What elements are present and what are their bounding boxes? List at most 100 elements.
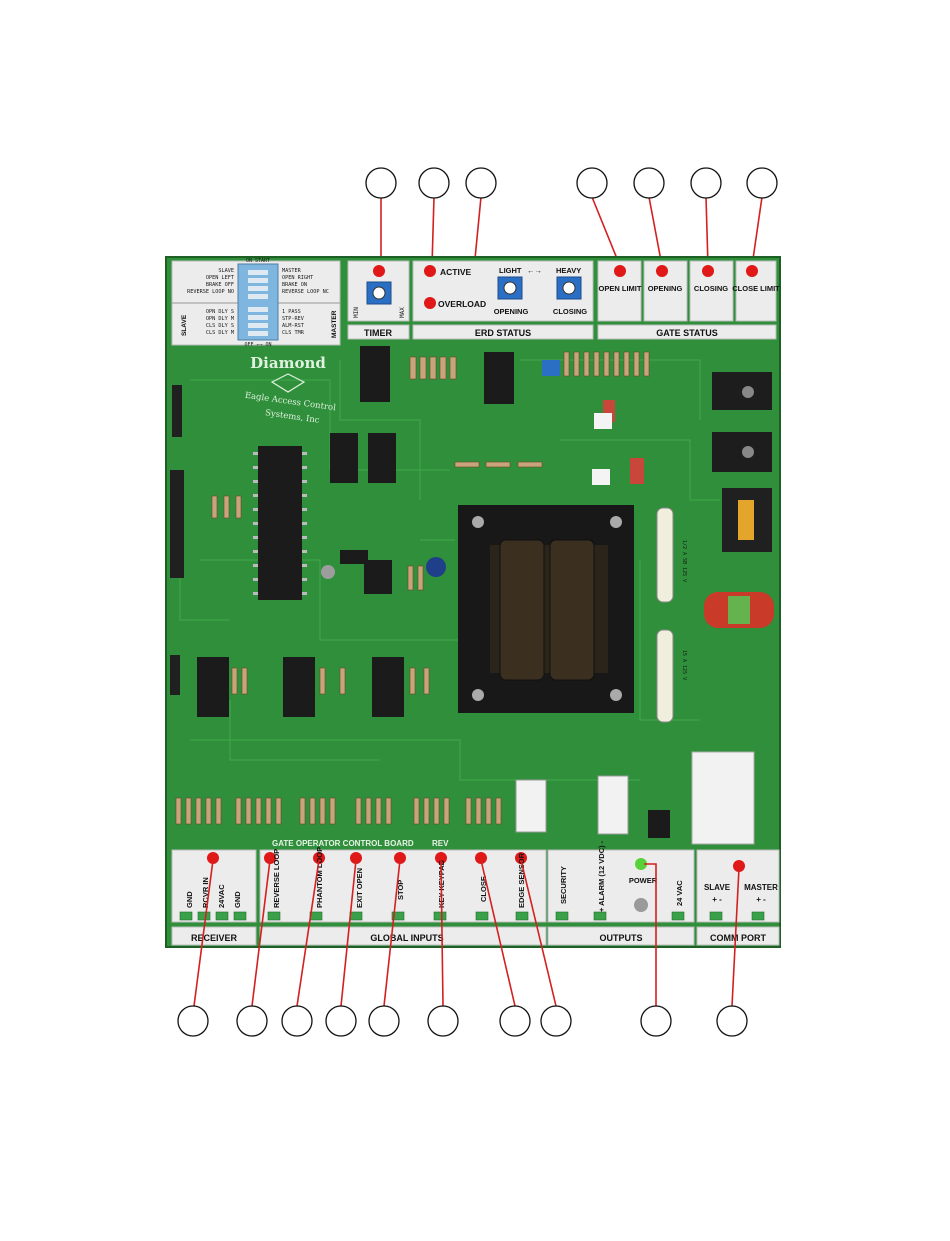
callout-circle: [325, 1005, 357, 1037]
callout-circle: [427, 1005, 459, 1037]
erd-overload-led: [424, 297, 436, 309]
gate-close-limit-label: CLOSE LIMIT: [732, 284, 780, 293]
ic-chip: [197, 657, 229, 717]
fuse: [656, 629, 674, 723]
dip-right-top-3: BRAKE ON: [282, 282, 307, 288]
close-limit-led: [746, 265, 758, 277]
callout-line-open-limit: [591, 196, 621, 267]
callout-line-edge-sensor: [520, 859, 557, 1007]
pcb-outline: [165, 256, 781, 948]
optocoupler: [594, 413, 612, 429]
erd-heavy-label: HEAVY: [556, 266, 581, 275]
fuse: [656, 507, 674, 603]
timer-panel: MIN MAX TIMER: [347, 260, 410, 340]
receiver-led: [207, 852, 219, 864]
erd-light-label: LIGHT: [499, 266, 522, 275]
callout-line-active: [431, 196, 435, 267]
bottom-callout-circles: [177, 1005, 748, 1037]
board-title: GATE OPERATOR CONTROL BOARD: [272, 839, 414, 848]
callout-line-close: [480, 859, 516, 1007]
erd-status-panel: ACTIVE OVERLOAD LIGHT ←→ HEAVY OPENING C…: [412, 260, 594, 340]
exit-open-led: [350, 852, 362, 864]
dip-side-slave: SLAVE: [181, 314, 188, 336]
opening-led: [656, 265, 668, 277]
callout-circle: [368, 1005, 400, 1037]
outputs-section-label: OUTPUTS: [599, 933, 642, 943]
trim-potentiometer: [542, 360, 560, 376]
reverse-loop-led: [264, 852, 276, 864]
erd-active-label: ACTIVE: [440, 267, 472, 277]
dip-left-top-3: BRAKE OFF: [206, 282, 234, 288]
microcontroller-chip: [258, 446, 302, 600]
close-led: [475, 852, 487, 864]
dip-side-master: MASTER: [331, 310, 338, 338]
bottom-panels: GND RCVR IN 24VAC GND RECEIVER REVERSE L…: [171, 840, 780, 946]
callout-circle: [540, 1005, 572, 1037]
film-capacitor: [630, 458, 644, 484]
top-callout-circles: [365, 167, 778, 199]
dip-right-bottom-3: ALM-RST: [282, 323, 304, 329]
timer-section-label: TIMER: [364, 328, 392, 338]
ic-chip: [368, 433, 396, 483]
ic-chip: [340, 550, 368, 564]
gate-status-panel: OPEN LIMIT OPENING CLOSING CLOSE LIMIT G…: [597, 260, 780, 340]
comm-slave: SLAVE: [704, 883, 731, 892]
erd-active-led: [424, 265, 436, 277]
callout-line-exit-open: [340, 859, 357, 1007]
timer-max: MAX: [399, 307, 406, 318]
callout-circle: [746, 167, 778, 199]
erd-section-label: ERD STATUS: [475, 328, 531, 338]
relay: [515, 779, 547, 833]
gi-phantom-loop: PHANTOM LOOP: [315, 847, 324, 908]
callout-circle: [499, 1005, 531, 1037]
comm-master: MASTER: [744, 883, 778, 892]
global-inputs-section-label: GLOBAL INPUTS: [370, 933, 443, 943]
gi-stop: STOP: [396, 880, 405, 900]
gate-section-label: GATE STATUS: [656, 328, 718, 338]
callout-line-key-keypad: [440, 859, 444, 1007]
dip-left-top-2: OPEN LEFT: [206, 275, 234, 281]
pin-header: [172, 385, 182, 437]
dip-switch-panel: ON START OFF ←→ ON SLAVE OPEN LEFT BRAKE…: [171, 258, 341, 348]
comm-master-signs: + -: [756, 895, 766, 904]
erd-arrow: ←→: [527, 266, 542, 275]
dip-left-bottom-1: OPN DLY S: [206, 309, 234, 315]
ic-chip: [648, 810, 670, 838]
callout-line-comm-port: [731, 867, 740, 1007]
gate-opening-label: OPENING: [648, 284, 683, 293]
timer-led: [373, 265, 385, 277]
ic-chip: [484, 352, 514, 404]
timer-min: MIN: [353, 307, 360, 318]
comm-port-led: [733, 860, 745, 872]
dip-right-bottom-1: 1 PASS: [282, 309, 301, 315]
comm-slave-signs: + -: [712, 895, 722, 904]
fuse2-label: 15 A 125 V: [681, 650, 687, 680]
dip-switch-block[interactable]: [237, 263, 279, 341]
erd-closing-label: CLOSING: [553, 307, 587, 316]
callout-circle: [465, 167, 497, 199]
dip-left-bottom-3: CLS DLY S: [206, 323, 234, 329]
callout-line-stop: [383, 859, 401, 1007]
callout-circle: [716, 1005, 748, 1037]
receiver-section-label: RECEIVER: [191, 933, 238, 943]
ic-chip: [364, 560, 392, 594]
terminal-connector: [691, 751, 755, 845]
callout-line-power: [644, 863, 657, 1006]
dip-left-top-1: SLAVE: [218, 268, 234, 274]
callout-circle: [236, 1005, 268, 1037]
closing-led: [702, 265, 714, 277]
stop-led: [394, 852, 406, 864]
callout-circle: [690, 167, 722, 199]
logo-brand: Diamond: [250, 354, 326, 372]
callout-line-closing: [705, 196, 709, 267]
callout-circle: [177, 1005, 209, 1037]
recv-rcvr-in: RCVR IN: [201, 877, 210, 908]
callout-circle: [365, 167, 397, 199]
callout-line-receiver: [193, 859, 214, 1007]
dip-right-top-4: REVERSE LOOP NC: [282, 289, 329, 295]
optocoupler: [592, 469, 610, 485]
ic-chip: [360, 346, 390, 402]
pin-header: [170, 655, 180, 695]
fuse1-label: 1/2 A SB 125 V: [681, 540, 687, 582]
